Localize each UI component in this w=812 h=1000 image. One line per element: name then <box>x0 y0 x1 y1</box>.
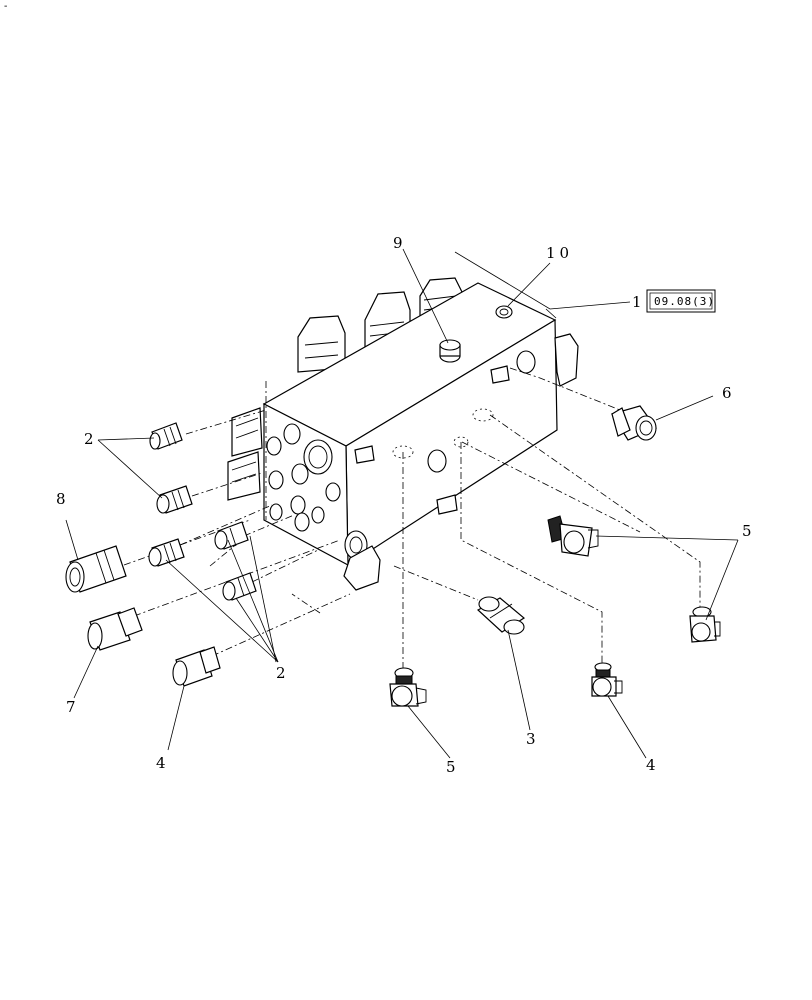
fitting-4-right <box>591 662 623 697</box>
fitting-8 <box>65 545 127 593</box>
callout-10: 10 <box>546 244 573 262</box>
fitting-4-left <box>172 646 221 687</box>
valve-block <box>227 277 579 591</box>
callout-labels: 1 09.08(3) 2 2 3 4 4 5 5 6 7 8 9 10 <box>56 234 752 776</box>
corner-mark: - <box>4 1 7 12</box>
fitting-6 <box>611 405 657 441</box>
reference-box-label: 09.08(3) <box>654 295 715 308</box>
callout-1: 1 <box>632 293 642 311</box>
callout-3: 3 <box>526 730 536 748</box>
callout-6: 6 <box>722 384 732 402</box>
callout-9: 9 <box>393 234 403 252</box>
fitting-2b <box>156 485 193 514</box>
fitting-5-upper <box>547 515 599 557</box>
fitting-2c <box>148 538 185 567</box>
fitting-5-right <box>689 606 721 643</box>
callout-2-bottom: 2 <box>276 664 286 682</box>
callout-5-bottom: 5 <box>446 758 456 776</box>
fitting-3 <box>476 596 526 635</box>
fitting-2d <box>214 521 249 550</box>
leader-lines <box>65 248 739 759</box>
fitting-2e <box>222 572 257 601</box>
callout-2-top: 2 <box>84 430 94 448</box>
callout-4-right: 4 <box>646 756 656 774</box>
callout-4-left: 4 <box>156 754 166 772</box>
reference-box <box>646 289 716 313</box>
callout-7: 7 <box>66 698 76 716</box>
callout-8: 8 <box>56 490 66 508</box>
fitting-5-bottom <box>389 667 427 707</box>
fitting-7 <box>87 607 143 651</box>
callout-5-right: 5 <box>742 522 752 540</box>
fitting-2a <box>149 422 183 450</box>
